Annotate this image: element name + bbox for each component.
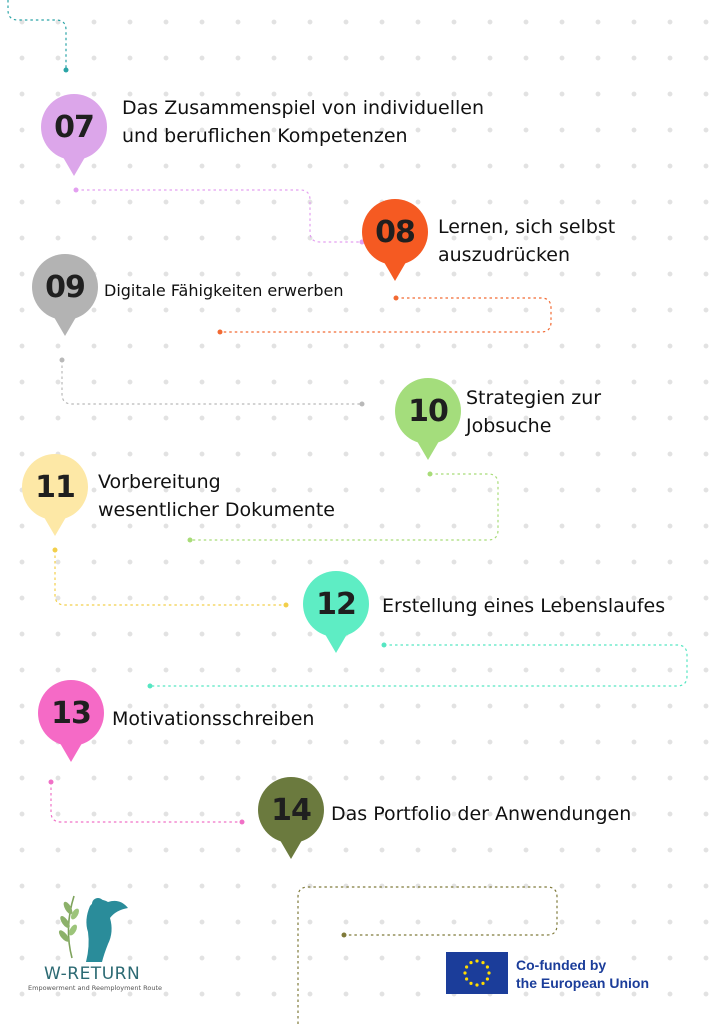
- step-number: 09: [45, 269, 86, 305]
- step-number: 14: [271, 792, 312, 828]
- logo-subtitle: Empowerment and Reemployment Route: [28, 984, 163, 992]
- step-label: Motivationsschreiben: [112, 708, 315, 730]
- step-label: Digitale Fähigkeiten erwerben: [104, 281, 344, 300]
- connector-dot: [73, 187, 79, 193]
- step-number: 11: [35, 469, 76, 505]
- step-number: 12: [316, 586, 357, 622]
- connector-12-13: [150, 644, 688, 687]
- connector-dot: [427, 471, 433, 477]
- connector-11-12: [54, 550, 286, 606]
- connector-dot: [52, 547, 58, 553]
- w-return-logo-icon: [58, 895, 128, 962]
- logo-name: W-RETURN: [44, 964, 141, 984]
- connector-dot: [48, 779, 54, 785]
- step-number: 10: [408, 393, 449, 429]
- pin-14: 14: [258, 777, 324, 843]
- connector-dot: [63, 67, 69, 73]
- connector-dot: [239, 819, 245, 825]
- pin-09: 09: [32, 254, 98, 320]
- step-number: 08: [375, 214, 416, 250]
- pin-11: 11: [22, 454, 88, 520]
- pin-07: 07: [41, 94, 107, 160]
- step-label: Lernen, sich selbst auszudrücken: [438, 216, 616, 266]
- step-number: 13: [51, 695, 92, 731]
- connector-14-end: [297, 886, 558, 1024]
- pin-08: 08: [362, 199, 428, 265]
- step-label: Strategien zur Jobsuche: [466, 387, 602, 437]
- connector-07-08: [76, 189, 362, 243]
- connector-dot: [381, 642, 387, 648]
- pin-12: 12: [303, 571, 369, 637]
- step-label: Erstellung eines Lebenslaufes: [382, 595, 666, 617]
- connector-13-14: [50, 782, 242, 823]
- step-label: Vorbereitung wesentlicher Dokumente: [98, 471, 335, 521]
- connector-dot: [359, 401, 365, 407]
- connector-08-09: [220, 297, 552, 333]
- step-label: Das Portfolio der Anwendungen: [331, 803, 632, 825]
- connector-09-10: [61, 360, 362, 405]
- connector-10-11: [190, 473, 499, 541]
- funding-text: Co-funded by the European Union: [516, 957, 649, 991]
- connector-dot: [147, 683, 153, 689]
- connector-dot: [187, 537, 193, 543]
- connector-dot: [59, 357, 65, 363]
- step-label: Das Zusammenspiel von individuellen und …: [122, 97, 485, 147]
- connector-dot: [393, 295, 399, 301]
- step-number: 07: [54, 109, 95, 145]
- connector-dot: [341, 932, 347, 938]
- connector-top: [7, 0, 67, 70]
- eu-flag-icon: [446, 952, 508, 994]
- pin-10: 10: [395, 378, 461, 444]
- pin-13: 13: [38, 680, 104, 746]
- connector-dot: [217, 329, 223, 335]
- connector-dot: [283, 602, 289, 608]
